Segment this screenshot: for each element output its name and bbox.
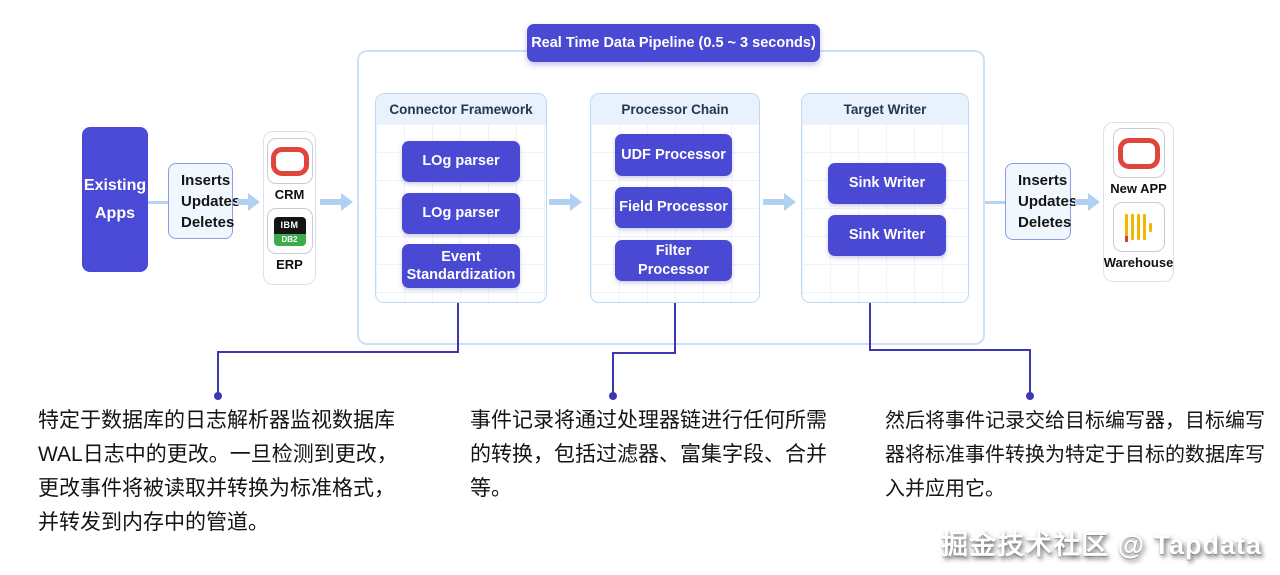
field-processor-button: Field Processor	[615, 187, 732, 228]
op-label: Inserts	[1018, 172, 1068, 189]
pipeline-title: Real Time Data Pipeline (0.5 ~ 3 seconds…	[527, 24, 820, 62]
annotation-target-writer: 然后将事件记录交给目标编写器，目标编写 器将标准事件转换为特定于目标的数据库写 …	[885, 404, 1265, 506]
annotation-line: 入并应用它。	[885, 478, 1005, 500]
ibm-logo-text: IBM	[273, 216, 306, 234]
op-label: Updates	[1018, 193, 1078, 210]
connector-line-middle	[612, 303, 676, 393]
annotation-line: 器将标准事件转换为特定于目标的数据库写	[885, 444, 1265, 466]
change-ops-box-target: Inserts Updates Deletes	[1005, 163, 1078, 240]
system-label-erp: ERP	[276, 257, 303, 272]
new-app-icon-tile	[1112, 128, 1165, 178]
annotation-line: 并转发到内存中的管道。	[38, 511, 269, 534]
panel-title: Target Writer	[802, 94, 968, 124]
sink-writer-button: Sink Writer	[828, 215, 946, 256]
op-label: Updates	[181, 192, 241, 210]
change-ops-box-source: Inserts Updates Deletes	[168, 163, 241, 239]
flow-arrow-ops-to-targets	[1075, 193, 1100, 211]
system-label-new-app: New APP	[1110, 181, 1167, 196]
connector-dot-left	[214, 392, 222, 400]
filter-processor-button: Filter Processor	[615, 240, 732, 281]
target-systems-card: New APP Warehouse	[1103, 122, 1174, 282]
flow-arrow-sources-to-pipeline	[320, 193, 353, 211]
connector-dot-right	[1026, 392, 1034, 400]
event-standardization-button: Event Standardization	[402, 244, 520, 288]
panel-title: Connector Framework	[376, 94, 546, 124]
connector-dot-middle	[609, 392, 617, 400]
annotation-line: WAL日志中的更改。一旦检测到更改，	[38, 443, 398, 466]
connector-line-left	[217, 303, 459, 393]
annotation-line: 事件记录将通过处理器链进行任何所需	[470, 409, 827, 432]
warehouse-icon-tile	[1112, 202, 1165, 252]
log-parser-button: LOg parser	[402, 193, 520, 234]
panel-title: Processor Chain	[591, 94, 759, 124]
flow-arrow-processor-to-writer	[763, 193, 796, 211]
db2-logo-text: DB2	[273, 233, 306, 246]
annotation-line: 等。	[470, 477, 512, 500]
erp-icon-tile: IBM DB2	[266, 208, 313, 254]
op-label: Deletes	[181, 213, 235, 231]
ibm-db2-logo-icon: IBM DB2	[273, 216, 306, 246]
flow-arrow-connector-to-processor	[549, 193, 582, 211]
panel-processor-chain: Processor Chain UDF Processor Field Proc…	[590, 93, 760, 303]
crm-icon-tile	[266, 138, 313, 184]
annotation-line: 然后将事件记录交给目标编写器，目标编写	[885, 410, 1265, 432]
op-label: Inserts	[181, 171, 231, 189]
flow-line-apps-to-ops	[148, 201, 168, 204]
clickhouse-logo-icon	[1124, 213, 1153, 242]
oracle-logo-icon	[1117, 137, 1160, 169]
udf-processor-button: UDF Processor	[615, 134, 732, 176]
sink-writer-button: Sink Writer	[828, 163, 946, 204]
flow-line-pipeline-to-ops	[985, 201, 1005, 204]
existing-apps-box: Existing Apps	[82, 127, 148, 272]
panel-grid-body	[802, 124, 968, 302]
annotation-connector-framework: 特定于数据库的日志解析器监视数据库 WAL日志中的更改。一旦检测到更改， 更改事…	[38, 404, 398, 540]
connector-line-right	[869, 303, 1031, 393]
op-label: Deletes	[1018, 214, 1072, 231]
system-label-warehouse: Warehouse	[1103, 255, 1174, 270]
annotation-processor-chain: 事件记录将通过处理器链进行任何所需 的转换，包括过滤器、富集字段、合并 等。	[470, 404, 827, 506]
log-parser-button: LOg parser	[402, 141, 520, 182]
panel-target-writer: Target Writer Sink Writer Sink Writer	[801, 93, 969, 303]
watermark-text: 掘金技术社区 @ Tapdata	[941, 530, 1262, 560]
system-label-crm: CRM	[274, 187, 305, 202]
panel-connector-framework: Connector Framework LOg parser LOg parse…	[375, 93, 547, 303]
annotation-line: 的转换，包括过滤器、富集字段、合并	[470, 443, 827, 466]
annotation-line: 特定于数据库的日志解析器监视数据库	[38, 409, 395, 432]
flow-arrow-ops-to-sources	[237, 193, 260, 211]
oracle-logo-icon	[270, 146, 309, 176]
annotation-line: 更改事件将被读取并转换为标准格式，	[38, 477, 395, 500]
source-systems-card: CRM IBM DB2 ERP	[263, 131, 316, 285]
